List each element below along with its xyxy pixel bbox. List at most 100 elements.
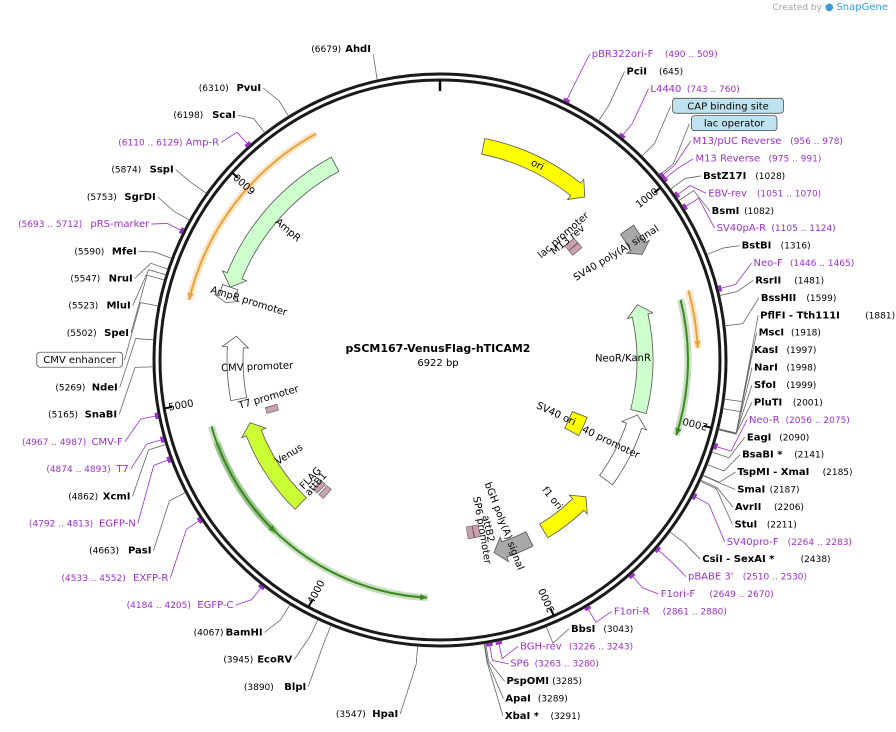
site-label-enzyme: BbsI(3043) xyxy=(571,624,633,635)
label-leader xyxy=(717,262,752,290)
site-label-enzyme: XcmI(4862) xyxy=(68,491,130,502)
label-leader xyxy=(641,106,672,157)
site-label-enzyme: EcoRV(3945) xyxy=(223,655,292,666)
site-coordinate: (1918) xyxy=(791,329,821,339)
site-label-enzyme: BamHI(4067) xyxy=(194,627,263,638)
site-coordinate: (3226 .. 3243) xyxy=(569,642,633,652)
primer-mark xyxy=(178,227,185,235)
site-label-primer: Neo-R(2056 .. 2075) xyxy=(749,415,850,426)
site-label-enzyme: NdeI (5269) xyxy=(55,382,117,393)
site-coordinate: (1105 .. 1124) xyxy=(771,224,835,234)
site-label-box: CMV enhancer xyxy=(36,351,123,368)
label-leader xyxy=(134,262,168,279)
site-coordinate: (5269) xyxy=(55,383,85,393)
feature-label: Venus xyxy=(274,442,305,467)
site-coordinate: (743 .. 760) xyxy=(687,85,740,95)
site-label-enzyme: PspOMI(3285) xyxy=(507,676,583,687)
site-name: T7 xyxy=(115,464,128,475)
site-label-primer: EGFP-C(4184 .. 4205) xyxy=(127,600,234,611)
site-name: F1ori-R xyxy=(614,606,650,617)
label-leader xyxy=(130,274,165,334)
label-leader xyxy=(484,643,504,699)
site-name: SgrDI xyxy=(124,192,155,203)
site-coordinate: (1316) xyxy=(781,242,811,252)
primer-mark xyxy=(563,97,571,104)
primer-mark xyxy=(154,412,159,420)
scale-tick xyxy=(231,171,239,179)
scale-tick xyxy=(307,599,314,608)
feature-arrow xyxy=(619,224,651,255)
label-leader xyxy=(586,606,613,623)
site-label-enzyme: BstZ17I(1028) xyxy=(703,171,785,182)
plasmid-size: 6922 bp xyxy=(417,358,458,369)
site-coordinate: (6310) xyxy=(199,84,229,94)
site-coordinate: (2211) xyxy=(767,520,797,530)
site-name: BssHII xyxy=(761,293,796,304)
site-coordinate: (1446 .. 1465) xyxy=(790,259,854,269)
site-coordinate: (1998) xyxy=(786,364,816,374)
feature-label: f1 ori xyxy=(539,485,564,512)
site-coordinate: (2141) xyxy=(794,451,824,461)
site-label-enzyme: HpaI(3547) xyxy=(336,709,398,720)
site-label-enzyme: PluTI(2001) xyxy=(754,397,823,408)
site-name: AvrII xyxy=(735,502,761,513)
label-leader xyxy=(132,444,166,497)
site-label-enzyme: BsmI(1082) xyxy=(712,206,774,217)
feature-arrow xyxy=(493,531,534,563)
site-name: MluI xyxy=(106,301,130,312)
site-label-enzyme: CsiI - SexAI *(2438) xyxy=(702,554,830,565)
site-label-enzyme: SnaBI(5165) xyxy=(48,410,117,421)
feature-label: CMV promoter xyxy=(221,361,294,375)
site-coordinate: (3890) xyxy=(244,683,274,693)
site-name: SV40pro-F xyxy=(727,537,779,548)
orf-glow xyxy=(208,425,428,602)
plasmid-name: pSCM167-VenusFlag-hTICAM2 xyxy=(346,342,531,355)
site-coordinate: (2185) xyxy=(823,468,853,478)
site-name: MfeI xyxy=(112,246,137,257)
site-name: Amp-R xyxy=(186,137,220,148)
site-box xyxy=(691,115,778,132)
site-coordinate: (4184 .. 4205) xyxy=(127,601,191,611)
small-feature-block xyxy=(264,403,279,414)
primer-mark xyxy=(618,132,626,139)
orf-arc xyxy=(215,442,277,533)
label-leader xyxy=(663,158,694,181)
site-label-enzyme: SpeI(5502) xyxy=(67,328,129,339)
site-name: NruI xyxy=(109,274,133,285)
label-leader xyxy=(138,250,172,259)
site-name: pBR322ori-F xyxy=(592,49,654,60)
label-leader xyxy=(399,646,419,715)
site-name: BstBI xyxy=(742,241,772,252)
primer-mark xyxy=(674,191,681,199)
label-leader xyxy=(307,625,332,687)
site-label-enzyme: StuI (2211) xyxy=(734,519,796,530)
site-name: StuI xyxy=(734,519,757,530)
site-label-enzyme: EagI(2090) xyxy=(747,432,809,443)
feature-arrow xyxy=(240,422,307,510)
site-name: NdeI xyxy=(92,382,118,393)
site-name: TspMI - XmaI xyxy=(737,467,809,478)
site-name: pRS-marker xyxy=(90,219,150,230)
site-name: SnaBI xyxy=(85,410,117,421)
site-coordinate: (2438) xyxy=(801,555,831,565)
site-coordinate: (5590) xyxy=(74,247,104,257)
site-label-primer: EXFP-R(4533 .. 4552) xyxy=(61,573,168,584)
site-name: SV40pA-R xyxy=(717,223,766,234)
label-leader xyxy=(124,415,159,443)
orf-arrowhead xyxy=(420,594,428,601)
label-leader xyxy=(498,640,519,660)
label-leader xyxy=(669,531,701,560)
label-leader xyxy=(137,458,171,524)
site-label-primer: SV40pA-R (1105 .. 1124) xyxy=(717,223,836,234)
site-name: EBV-rev xyxy=(708,188,747,199)
site-coordinate: (1082) xyxy=(744,207,774,217)
site-label-primer: M13 Reverse(975 .. 991) xyxy=(695,154,821,165)
site-label-enzyme: SfoI(1999) xyxy=(754,380,816,391)
scale-tick-label: 1000 xyxy=(634,186,661,210)
site-label-primer: Neo-F(1446 .. 1465) xyxy=(754,258,855,269)
label-leader xyxy=(630,574,659,595)
site-label-enzyme: NruI(5547) xyxy=(70,274,132,285)
label-leader xyxy=(675,185,707,197)
site-coordinate: (3291) xyxy=(550,712,580,722)
